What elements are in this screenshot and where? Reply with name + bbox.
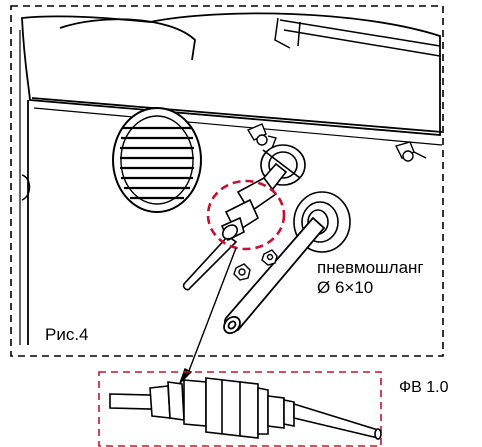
top-rail [274,17,441,57]
valve-callout-label: ФВ 1.0 [399,379,449,396]
vent-grille [112,107,202,213]
main-figure-frame [10,5,444,357]
highlight-circle [206,179,286,251]
tube-fitting [220,162,288,242]
unit-housing [19,12,443,345]
hex-nut [233,263,251,281]
figure-label: Рис.4 [45,325,89,344]
wing-bolt [394,141,427,162]
thin-tube [182,234,238,291]
hose-callout-name: пневмошланг [317,258,424,277]
side-clip [21,174,31,201]
hose-callout-size: Ø 6×10 [317,278,374,297]
wing-bolt [246,123,277,149]
valve-detail [109,377,382,440]
air-hose [223,216,326,335]
hex-nut [261,249,278,266]
detail-frame [98,371,382,447]
